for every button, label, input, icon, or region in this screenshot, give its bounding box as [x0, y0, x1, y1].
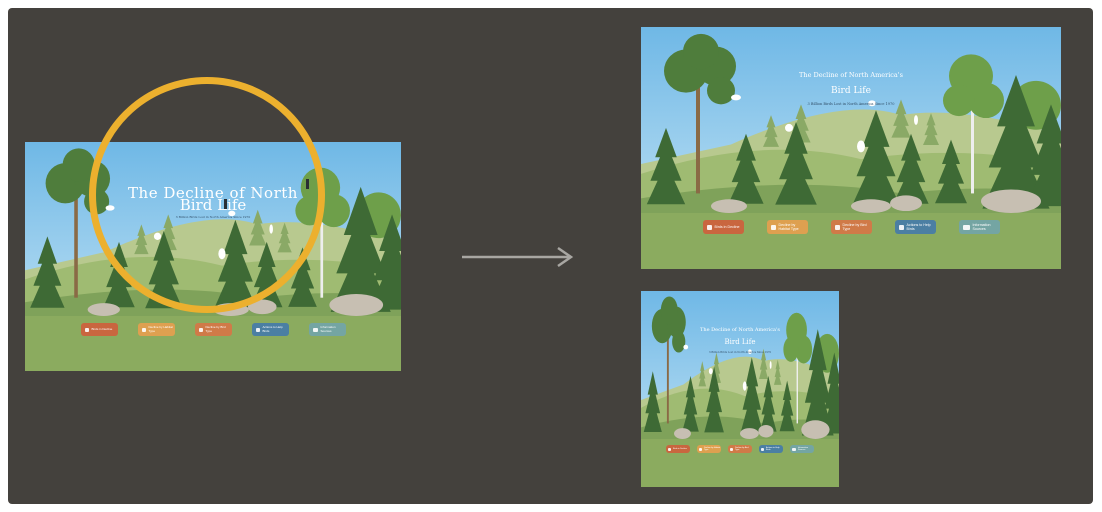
sign-icon — [255, 327, 260, 332]
bird-icon — [198, 327, 203, 332]
habitat-type-button[interactable]: Decline by Habitat Type — [137, 323, 175, 336]
information-sources-button[interactable]: Information Sources — [958, 220, 1000, 234]
forest-scene-illustration — [641, 27, 1061, 213]
tree-icon — [141, 327, 146, 332]
page-title-line2: Bird Life — [724, 338, 756, 346]
page-title-line1: The Decline of North America's — [700, 327, 780, 333]
birds-in-decline-button[interactable]: Birds in Decline — [666, 445, 690, 453]
bird-type-button[interactable]: Decline by Bird Type — [728, 445, 752, 453]
page-title-line2: Bird Life — [831, 86, 871, 96]
information-sources-button[interactable]: Information Sources — [790, 445, 814, 453]
actions-button[interactable]: Actions to Help Birds — [894, 220, 936, 234]
trend-down-icon — [84, 327, 89, 332]
page-title-line1: The Decline of North America's — [799, 71, 903, 79]
habitat-type-button[interactable]: Decline by Habitat Type — [697, 445, 721, 453]
highlight-circle — [89, 77, 325, 313]
subtitle: 3 Billion Birds Lost in North America Si… — [807, 102, 895, 106]
tree-icon — [699, 447, 702, 451]
trend-down-icon — [706, 224, 712, 230]
birds-in-decline-button[interactable]: Birds in Decline — [80, 323, 118, 336]
bird-icon — [834, 224, 840, 230]
forest-scene-illustration — [641, 291, 839, 439]
actions-button[interactable]: Actions to Help Birds — [759, 445, 783, 453]
after-layout-wide-preview: The Decline of North America's Bird Life… — [641, 27, 1061, 269]
actions-button[interactable]: Actions to Help Birds — [251, 323, 289, 336]
arrow-right-icon — [462, 246, 574, 268]
bird-type-button[interactable]: Decline by Bird Type — [830, 220, 872, 234]
habitat-type-button[interactable]: Decline by Habitat Type — [766, 220, 808, 234]
information-sources-button[interactable]: Information Sources — [308, 323, 346, 336]
sign-icon — [761, 447, 764, 451]
bird-type-button[interactable]: Decline by Bird Type — [194, 323, 232, 336]
nav-buttons: Birds in Decline Decline by Habitat Type… — [641, 220, 1061, 234]
nav-buttons: Birds in Decline Decline by Habitat Type… — [25, 323, 401, 336]
bird-icon — [730, 447, 733, 451]
after-layout-narrow-preview: The Decline of North America's Bird Life… — [641, 291, 839, 487]
trend-down-icon — [668, 447, 671, 451]
book-icon — [962, 224, 970, 230]
nav-buttons: Birds in Decline Decline by Habitat Type… — [641, 445, 839, 453]
subtitle: 3 Billion Birds Lost in North America Si… — [708, 351, 772, 354]
birds-in-decline-button[interactable]: Birds in Decline — [702, 220, 744, 234]
tree-icon — [770, 224, 776, 230]
book-icon — [792, 447, 796, 451]
book-icon — [312, 327, 318, 332]
sign-icon — [898, 224, 904, 230]
